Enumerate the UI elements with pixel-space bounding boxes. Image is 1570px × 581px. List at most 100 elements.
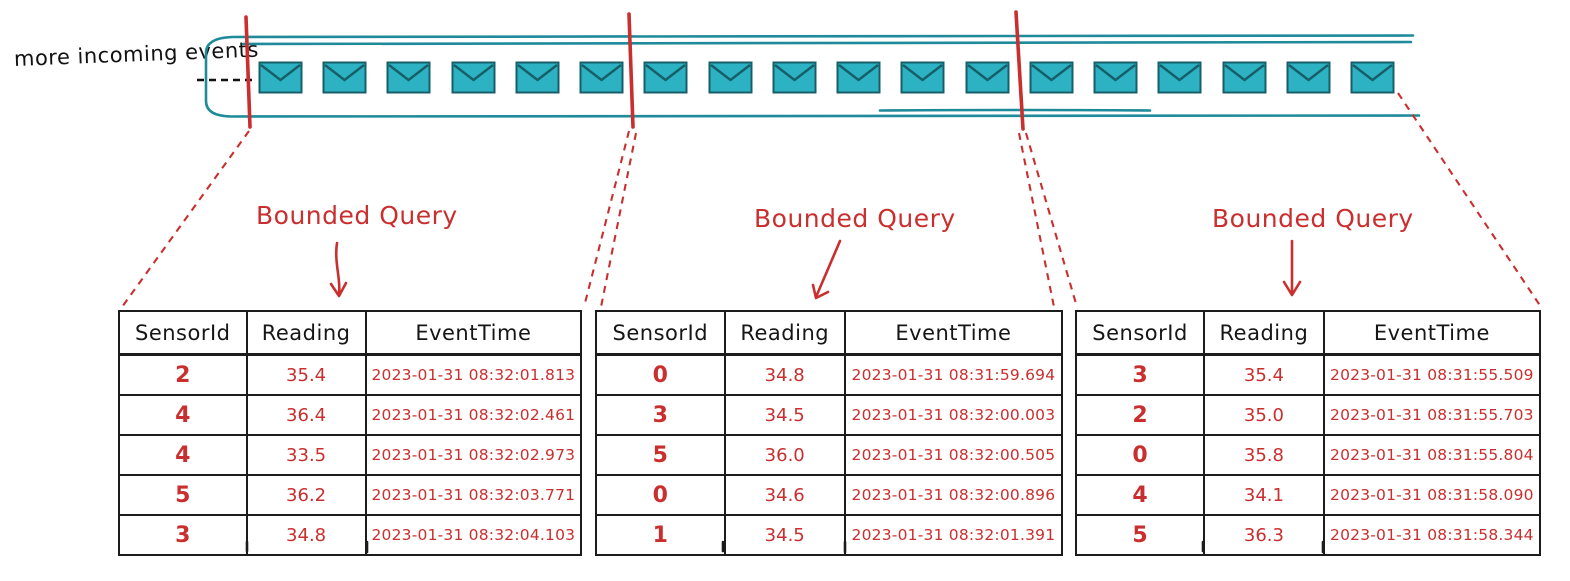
- stream-tube-inner-top-line: [241, 40, 1413, 46]
- event-time-cell: 2023-01-31 08:31:55.804: [1322, 434, 1542, 476]
- event-time-cell: 2023-01-31 08:32:02.973: [364, 434, 583, 476]
- envelope-icon: [1157, 61, 1202, 93]
- sensor-id-cell: 0: [595, 474, 726, 516]
- sensor-id-cell: 4: [1074, 474, 1206, 516]
- sensor-id-cell: 0: [595, 353, 726, 396]
- reading-cell: 34.5: [723, 514, 846, 556]
- reading-cell: 36.3: [1203, 514, 1325, 556]
- envelope-icon: [1029, 61, 1074, 93]
- event-time-cell: 2023-01-31 08:31:59.694: [843, 353, 1064, 396]
- envelope-icon: [643, 61, 688, 93]
- envelope-icon: [451, 61, 496, 93]
- envelope-icon: [965, 61, 1010, 93]
- column-header: SensorId: [118, 310, 248, 356]
- event-time-cell: 2023-01-31 08:32:04.103: [364, 514, 583, 556]
- column-header: EventTime: [1322, 310, 1542, 356]
- envelope-icon: [322, 61, 367, 93]
- sensor-id-cell: 4: [118, 434, 248, 476]
- event-time-cell: 2023-01-31 08:31:58.344: [1322, 514, 1542, 556]
- reading-cell: 34.5: [723, 394, 846, 436]
- column-header: SensorId: [1074, 310, 1206, 356]
- event-time-cell: 2023-01-31 08:31:58.090: [1322, 474, 1542, 516]
- connector-cut3-to-table3-left: [1024, 132, 1079, 308]
- connector-cut2-to-table1-right: [582, 130, 631, 308]
- column-header: Reading: [723, 310, 846, 356]
- event-time-cell: 2023-01-31 08:32:01.813: [364, 353, 583, 396]
- envelope-icon: [579, 61, 624, 93]
- envelope-icon: [836, 61, 881, 93]
- event-time-cell: 2023-01-31 08:32:00.003: [843, 394, 1064, 436]
- envelope-icon: [1093, 61, 1138, 93]
- event-time-cell: 2023-01-31 08:32:02.461: [364, 394, 583, 436]
- arrow-1-shaft: [335, 241, 341, 295]
- event-time-cell: 2023-01-31 08:32:00.896: [843, 474, 1064, 516]
- envelope-icon: [515, 61, 560, 93]
- event-stream: [258, 60, 1395, 94]
- reading-cell: 36.0: [723, 434, 846, 476]
- sensor-id-cell: 3: [1074, 353, 1206, 396]
- envelope-icon: [386, 61, 431, 93]
- sensor-id-cell: 5: [118, 474, 248, 516]
- event-time-cell: 2023-01-31 08:31:55.703: [1322, 394, 1542, 436]
- envelope-icon: [1286, 61, 1331, 93]
- envelope-icon: [708, 61, 753, 93]
- column-header: Reading: [1203, 310, 1325, 356]
- envelope-icon: [1222, 61, 1267, 93]
- stream-caption: more incoming events: [13, 37, 260, 71]
- reading-cell: 35.0: [1203, 394, 1325, 436]
- reading-cell: 33.5: [245, 434, 367, 476]
- sensor-id-cell: 3: [595, 394, 726, 436]
- reading-cell: 35.4: [245, 353, 367, 396]
- column-header: SensorId: [595, 310, 726, 356]
- sensor-id-cell: 3: [118, 514, 248, 556]
- reading-cell: 35.4: [1203, 353, 1325, 396]
- column-header: Reading: [245, 310, 367, 356]
- cut-line-1: [244, 15, 252, 129]
- envelope-icon: [772, 61, 817, 93]
- bounded-query-label-3: Bounded Query: [1212, 204, 1414, 233]
- reading-cell: 36.2: [245, 474, 367, 516]
- connector-cut1-to-table1-left: [121, 130, 250, 308]
- bounded-query-label-2: Bounded Query: [754, 204, 956, 233]
- envelope-icon: [1350, 61, 1395, 93]
- sensor-id-cell: 5: [595, 434, 726, 476]
- arrow-3-head: [1282, 280, 1302, 297]
- event-time-cell: 2023-01-31 08:32:01.391: [843, 514, 1064, 556]
- reading-cell: 35.8: [1203, 434, 1325, 476]
- label-arrows: [329, 239, 1302, 300]
- sensor-id-cell: 2: [1074, 394, 1206, 436]
- dashed-connectors: [121, 92, 1542, 308]
- event-time-cell: 2023-01-31 08:32:03.771: [364, 474, 583, 516]
- sensor-id-cell: 4: [118, 394, 248, 436]
- envelope-icon: [258, 61, 303, 93]
- reading-cell: 36.4: [245, 394, 367, 436]
- envelope-icon: [900, 61, 945, 93]
- event-time-cell: 2023-01-31 08:31:55.509: [1322, 353, 1542, 396]
- reading-cell: 34.8: [245, 514, 367, 556]
- sensor-id-cell: 5: [1074, 514, 1206, 556]
- sensor-id-cell: 0: [1074, 434, 1206, 476]
